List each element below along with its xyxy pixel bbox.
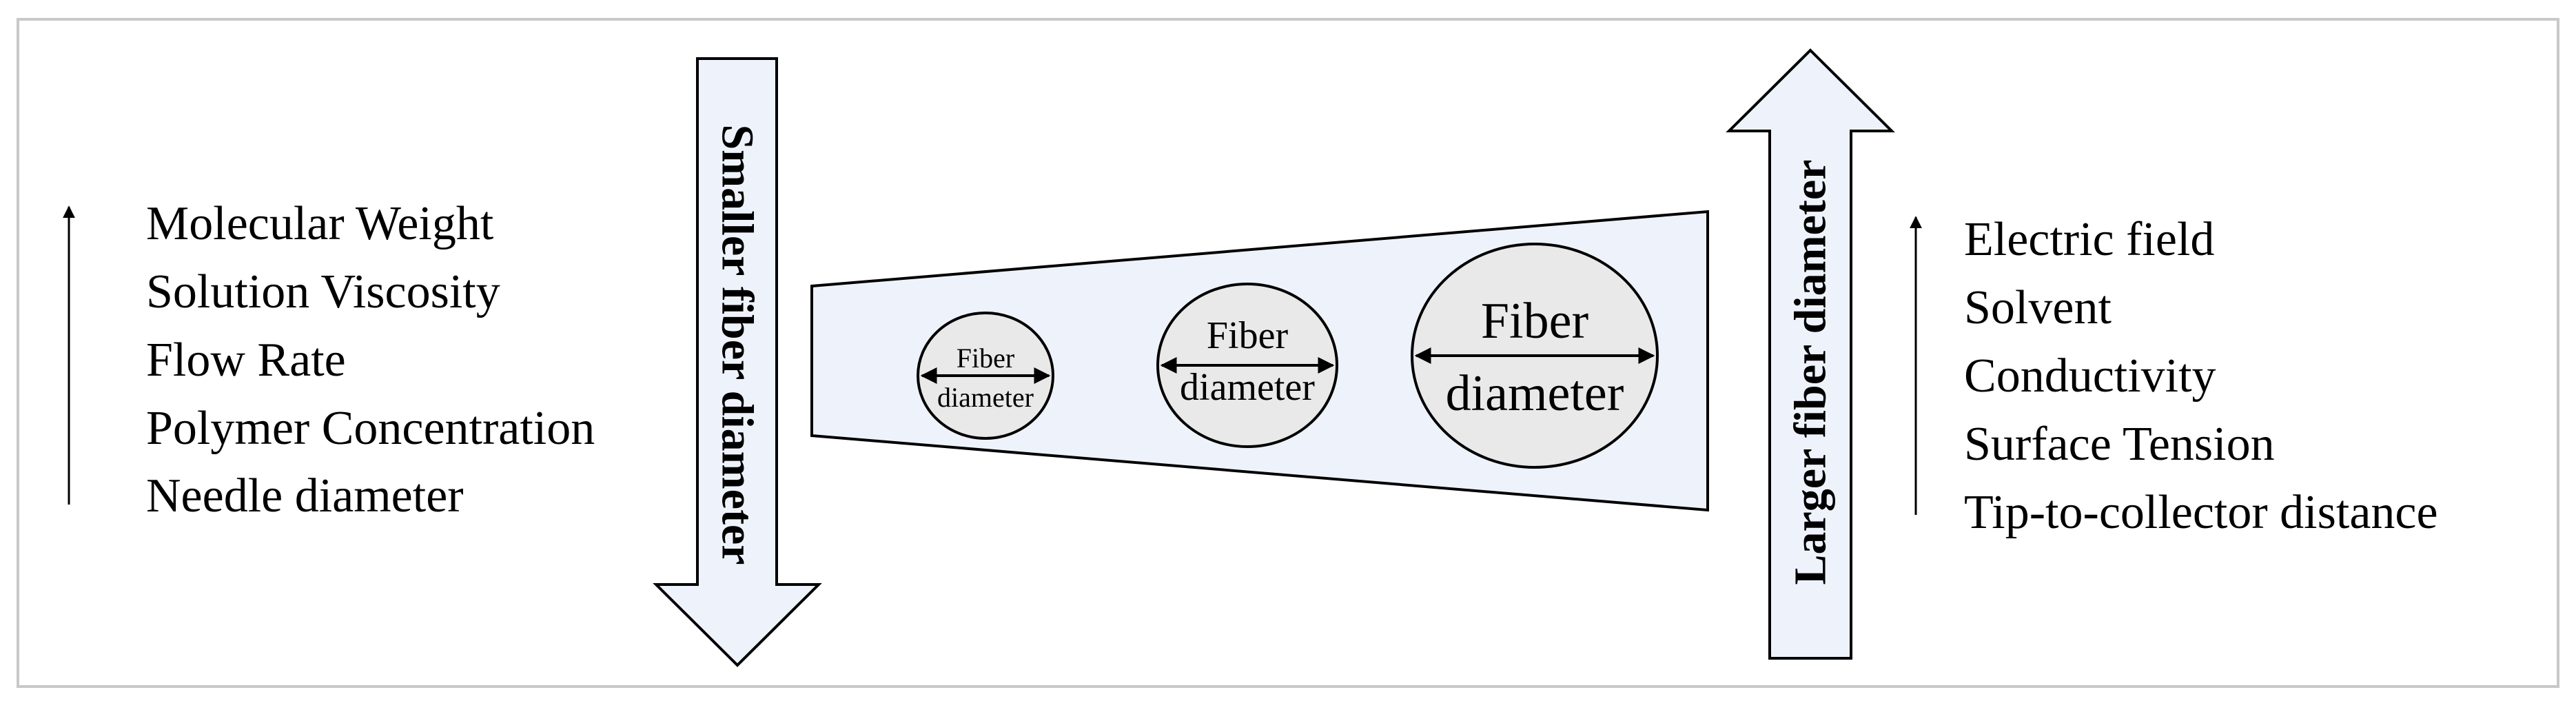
right-list-item: Surface Tension <box>1964 418 2275 471</box>
down-arrow-label: Smaller fiber diameter <box>713 124 763 565</box>
up-arrow-label: Larger fiber diameter <box>1786 159 1836 585</box>
fiber-medium: Fiber diameter <box>1156 283 1338 448</box>
fiber-label-line2: diameter <box>937 382 1034 413</box>
right-list-item: Electric field <box>1964 213 2214 266</box>
left-list-item: Needle diameter <box>146 469 464 522</box>
right-list-item: Tip-to-collector distance <box>1964 486 2438 539</box>
left-factor-group: Molecular Weight Solution Viscosity Flow… <box>63 197 595 522</box>
fiber-funnel: Fiber diameter Fiber diameter Fiber diam… <box>810 210 1709 512</box>
right-factor-group: Electric field Solvent Conductivity Surf… <box>1910 213 2438 539</box>
right-list-item: Solvent <box>1964 281 2112 334</box>
fiber-label-line1: Fiber <box>957 343 1014 374</box>
left-list-item: Solution Viscosity <box>146 265 500 318</box>
fiber-label-line1: Fiber <box>1207 314 1289 357</box>
fiber-large: Fiber diameter <box>1411 243 1659 469</box>
right-list-item: Conductivity <box>1964 349 2216 403</box>
left-list-item: Polymer Concentration <box>146 402 595 455</box>
up-arrow-icon <box>1726 48 1895 660</box>
fiber-small: Fiber diameter <box>917 312 1054 440</box>
fiber-label-line2: diameter <box>1446 365 1624 422</box>
down-arrow-icon <box>653 57 822 667</box>
fiber-label-line1: Fiber <box>1481 293 1588 349</box>
larger-fiber-diameter-arrow: Larger fiber diameter <box>1726 48 1895 660</box>
fiber-label-line2: diameter <box>1180 366 1315 409</box>
left-list-item: Flow Rate <box>146 334 346 387</box>
smaller-fiber-diameter-arrow: Smaller fiber diameter <box>653 57 822 667</box>
left-list-item: Molecular Weight <box>146 197 494 250</box>
